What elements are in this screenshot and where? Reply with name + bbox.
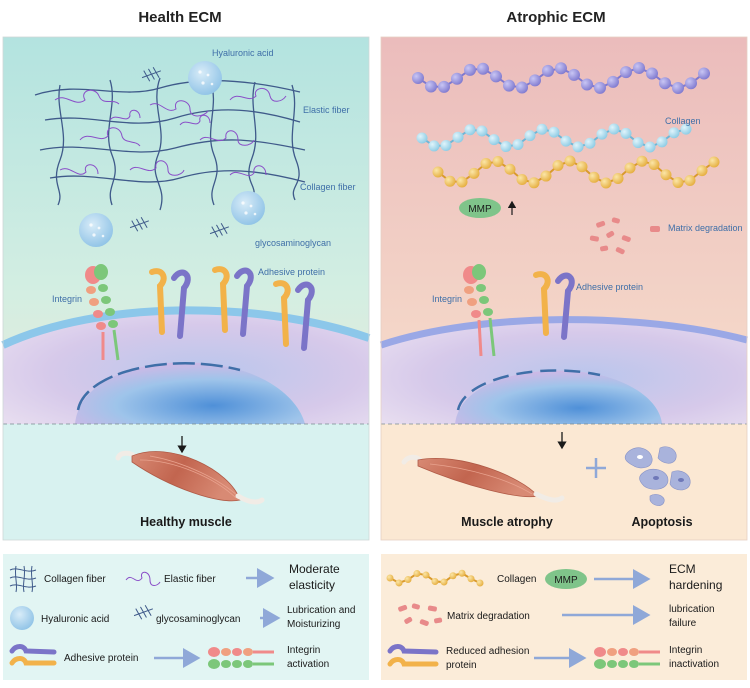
matrix-degradation-fragments	[589, 217, 660, 255]
cell-membrane-atrophic	[379, 316, 748, 349]
adhesive-protein-icons	[149, 266, 315, 351]
legend-lubrication-failure-1: lubrication	[669, 604, 715, 615]
legend-collagen: Collagen	[497, 574, 536, 585]
collagen-fiber-icon	[9, 565, 37, 593]
legend-reduced-adhesion-2: protein	[446, 660, 477, 671]
label-apoptosis: Apoptosis	[631, 515, 692, 529]
label-collagen-fiber: Collagen fiber	[300, 182, 356, 192]
legend-moderate-2: elasticity	[289, 578, 335, 592]
atrophic-muscle-icon	[401, 454, 565, 503]
collagen-chain-legend-icon	[386, 569, 484, 587]
glycosaminoglycan-symbols	[129, 66, 230, 238]
legend-left: Collagen fiber Elastic fiber Moderate el…	[3, 554, 369, 680]
collagen-chain-gold	[432, 155, 720, 189]
legend-right: Collagen MMP ECM hardening Matrix degrad…	[381, 554, 747, 680]
label-matrix-degradation-1: Matrix degradation	[668, 223, 743, 233]
label-glycosaminoglycan: glycosaminoglycan	[255, 238, 331, 248]
label-adhesive-protein: Adhesive protein	[258, 267, 325, 277]
legend-mmp: MMP	[554, 575, 578, 586]
nucleus-envelope	[76, 362, 241, 411]
integrin-icon-atrophic	[463, 264, 496, 357]
cell-nucleus-atrophic	[455, 370, 662, 424]
label-adhesive-protein-atrophic: Adhesive protein	[576, 282, 643, 292]
reduced-adhesion-legend-icon	[387, 644, 439, 667]
adhesive-protein-legend-icon	[9, 644, 57, 666]
glycosaminoglycan-icon	[133, 604, 154, 620]
legend-integrin-activation-2: activation	[287, 659, 329, 670]
legend-reduced-adhesion-1: Reduced adhesion	[446, 646, 529, 657]
integrin-activated-icon	[208, 647, 274, 669]
collagen-chain-purple	[412, 62, 710, 94]
matrix-degradation-legend-icon	[398, 603, 443, 626]
legend-adhesive-protein: Adhesive protein	[64, 653, 139, 664]
legend-elastic-fiber: Elastic fiber	[164, 574, 216, 585]
label-mmp: MMP	[468, 204, 492, 215]
legend-lubrication-1: Lubrication and	[287, 605, 355, 616]
hyaluronic-acid-icon	[10, 606, 34, 630]
legend-integrin-inactivation-1: Integrin	[669, 645, 702, 656]
healthy-muscle-icon	[115, 450, 265, 505]
elastic-fiber-network	[54, 88, 287, 177]
cell-nucleus	[75, 362, 305, 424]
legend-integrin-inactivation-2: inactivation	[669, 659, 719, 670]
plus-icon	[586, 458, 606, 478]
integrin-icon	[85, 264, 120, 361]
health-panel: Hyaluronic acid Elastic fiber Collagen f…	[1, 37, 371, 540]
adhesive-protein-icon-atrophic	[533, 271, 575, 340]
legend-collagen-fiber: Collagen fiber	[44, 574, 106, 585]
label-muscle-atrophy: Muscle atrophy	[461, 515, 553, 529]
label-collagen: Collagen	[665, 116, 701, 126]
integrin-inactivated-icon	[594, 647, 660, 669]
legend-ecm-hardening-1: ECM	[669, 562, 696, 576]
atrophic-panel: Collagen MMP Matrix degradation Adhesive…	[379, 37, 748, 540]
legend-ecm-hardening-2: hardening	[669, 578, 722, 592]
legend-glycosaminoglycan: glycosaminoglycan	[156, 614, 241, 625]
header-health: Health ECM	[138, 9, 221, 26]
legend-lubrication-2: Moisturizing	[287, 619, 340, 630]
mmp-badge	[459, 198, 501, 218]
collagen-chain-blue	[416, 123, 692, 153]
hyaluronic-acid-spheres	[79, 61, 265, 247]
legend-matrix-degradation: Matrix degradation	[447, 611, 530, 622]
label-hyaluronic-acid: Hyaluronic acid	[212, 48, 274, 58]
nucleus-envelope-atrophic	[456, 369, 601, 411]
legend-hyaluronic-acid: Hyaluronic acid	[41, 614, 109, 625]
elastic-fiber-icon	[125, 571, 161, 586]
legend-mmp-badge	[545, 569, 587, 589]
legend-moderate-1: Moderate	[289, 562, 340, 576]
label-integrin-atrophic: Integrin	[432, 294, 462, 304]
label-healthy-muscle: Healthy muscle	[140, 515, 232, 529]
label-elastic-fiber: Elastic fiber	[303, 105, 350, 115]
legend-lubrication-failure-2: failure	[669, 618, 697, 629]
header-atrophic: Atrophic ECM	[506, 9, 605, 26]
label-integrin: Integrin	[52, 294, 82, 304]
legend-integrin-activation-1: Integrin	[287, 645, 320, 656]
apoptosis-cells-icon	[624, 446, 691, 506]
